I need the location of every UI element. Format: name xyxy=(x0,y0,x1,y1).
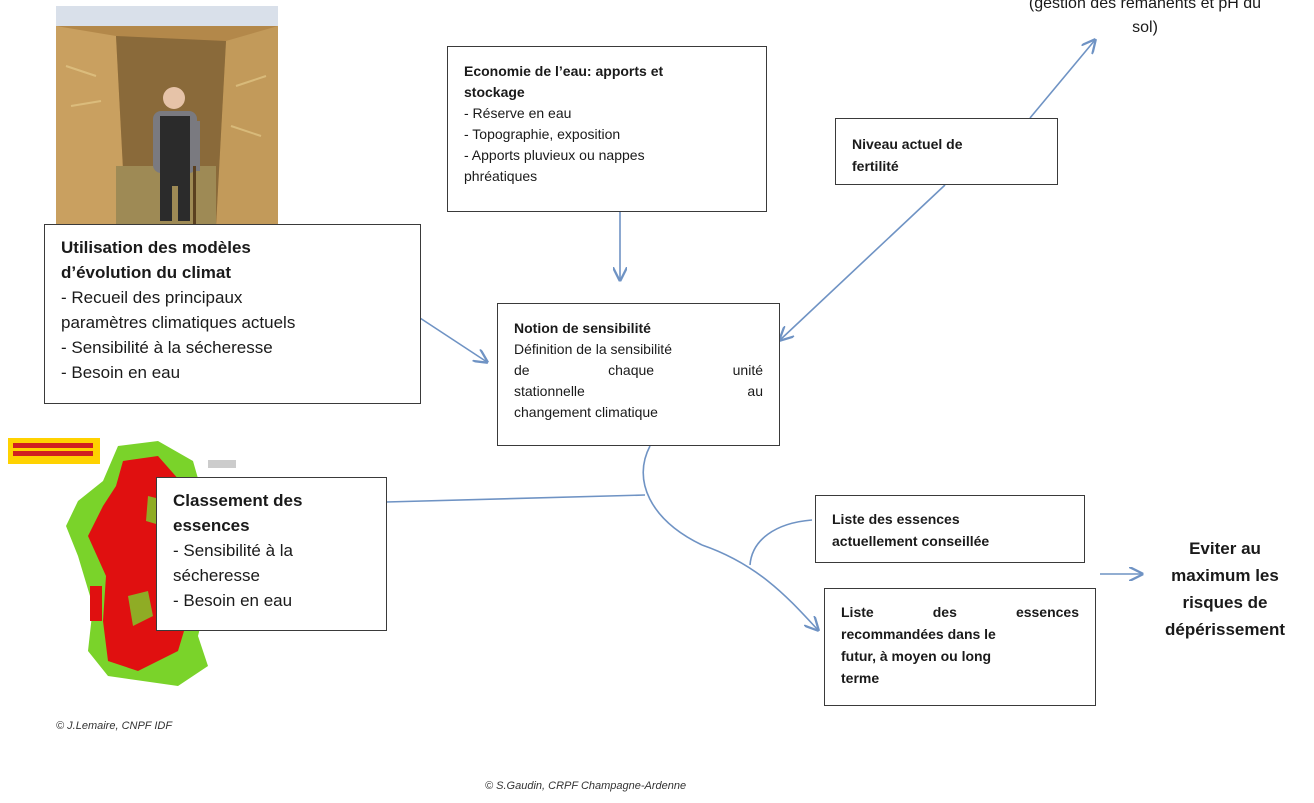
sensibilite-item-2: de chaque unité xyxy=(514,362,763,378)
economie-item-4: phréatiques xyxy=(464,168,538,184)
credit-map: © J.Lemaire, CNPF IDF xyxy=(56,720,173,732)
credit-bottom: © S.Gaudin, CRPF Champagne-Ardenne xyxy=(485,780,687,792)
arrow-to-liste-actuelle xyxy=(749,519,813,566)
liste-future-line-4: terme xyxy=(841,670,880,686)
economie-item-3: - Apports pluvieux ou nappes xyxy=(464,147,645,163)
classement-item-3: - Besoin en eau xyxy=(173,591,293,610)
line-classement-join xyxy=(385,494,646,503)
box-sensibilite: Notion de sensibilité Définition de la s… xyxy=(497,303,780,446)
classement-item-1: - Sensibilité à la xyxy=(173,541,294,560)
top-right-line-1: (gestion des rémanents et pH du xyxy=(1028,0,1262,12)
box-liste-future: Liste des essences recommandées dans le … xyxy=(824,588,1096,706)
eviter-line-3: risques de xyxy=(1182,593,1268,612)
box-classement-essences: Classement des essences - Sensibilité à … xyxy=(156,477,387,631)
top-right-line-2: sol) xyxy=(1132,19,1158,36)
economie-item-2: - Topographie, exposition xyxy=(464,126,621,142)
climat-item-1: - Recueil des principaux xyxy=(61,288,243,307)
climat-title-1: Utilisation des modèles xyxy=(61,238,251,257)
eviter-line-2: maximum les xyxy=(1171,566,1279,585)
sensibilite-item-3: stationnelle au xyxy=(514,383,763,399)
fertilite-title-1: Niveau actuel de xyxy=(852,136,963,152)
arrow-to-liste-future xyxy=(701,544,818,630)
climat-item-2: paramètres climatiques actuels xyxy=(61,313,296,332)
classement-title-1: Classement des xyxy=(173,491,303,510)
liste-future-line-1: Liste des essences xyxy=(841,604,1079,620)
curve-sensibilite-down xyxy=(642,445,703,546)
box-liste-actuelle: Liste des essences actuellement conseill… xyxy=(815,495,1085,563)
economie-title-1: Economie de l’eau: apports et xyxy=(464,63,664,79)
box-modeles-climat: Utilisation des modèles d’évolution du c… xyxy=(44,224,421,404)
eviter-line-4: dépérissement xyxy=(1165,620,1285,639)
liste-actuelle-line-2: actuellement conseillée xyxy=(832,533,990,549)
eviter-line-1: Eviter au xyxy=(1189,539,1261,558)
sensibilite-title: Notion de sensibilité xyxy=(514,320,651,336)
climat-title-2: d’évolution du climat xyxy=(61,263,232,282)
climat-item-4: - Besoin en eau xyxy=(61,363,181,382)
liste-actuelle-line-1: Liste des essences xyxy=(832,511,960,527)
economie-item-1: - Réserve en eau xyxy=(464,105,572,121)
box-economie-eau: Economie de l’eau: apports et stockage -… xyxy=(447,46,767,212)
sensibilite-item-1: Définition de la sensibilité xyxy=(514,341,672,357)
soil-pit-photo xyxy=(56,6,278,226)
classement-item-2: sécheresse xyxy=(173,566,260,585)
liste-future-line-2: recommandées dans le xyxy=(841,626,996,642)
liste-future-line-3: futur, à moyen ou long xyxy=(841,648,992,664)
arrow-fertilite-to-top xyxy=(1029,40,1095,119)
fertilite-title-2: fertilité xyxy=(852,158,899,174)
top-right-text: (gestion des rémanents et pH du sol) xyxy=(965,0,1314,40)
classement-title-2: essences xyxy=(173,516,250,535)
arrow-fertilite-to-sensibilite xyxy=(780,184,946,340)
economie-title-2: stockage xyxy=(464,84,525,100)
arrow-climat-to-sensibilite xyxy=(419,317,487,362)
sensibilite-item-4: changement climatique xyxy=(514,404,658,420)
climat-item-3: - Sensibilité à la sécheresse xyxy=(61,338,273,357)
box-fertilite: Niveau actuel de fertilité xyxy=(835,118,1058,185)
eviter-risques-text: Eviter au maximum les risques de dépéris… xyxy=(1140,535,1310,643)
